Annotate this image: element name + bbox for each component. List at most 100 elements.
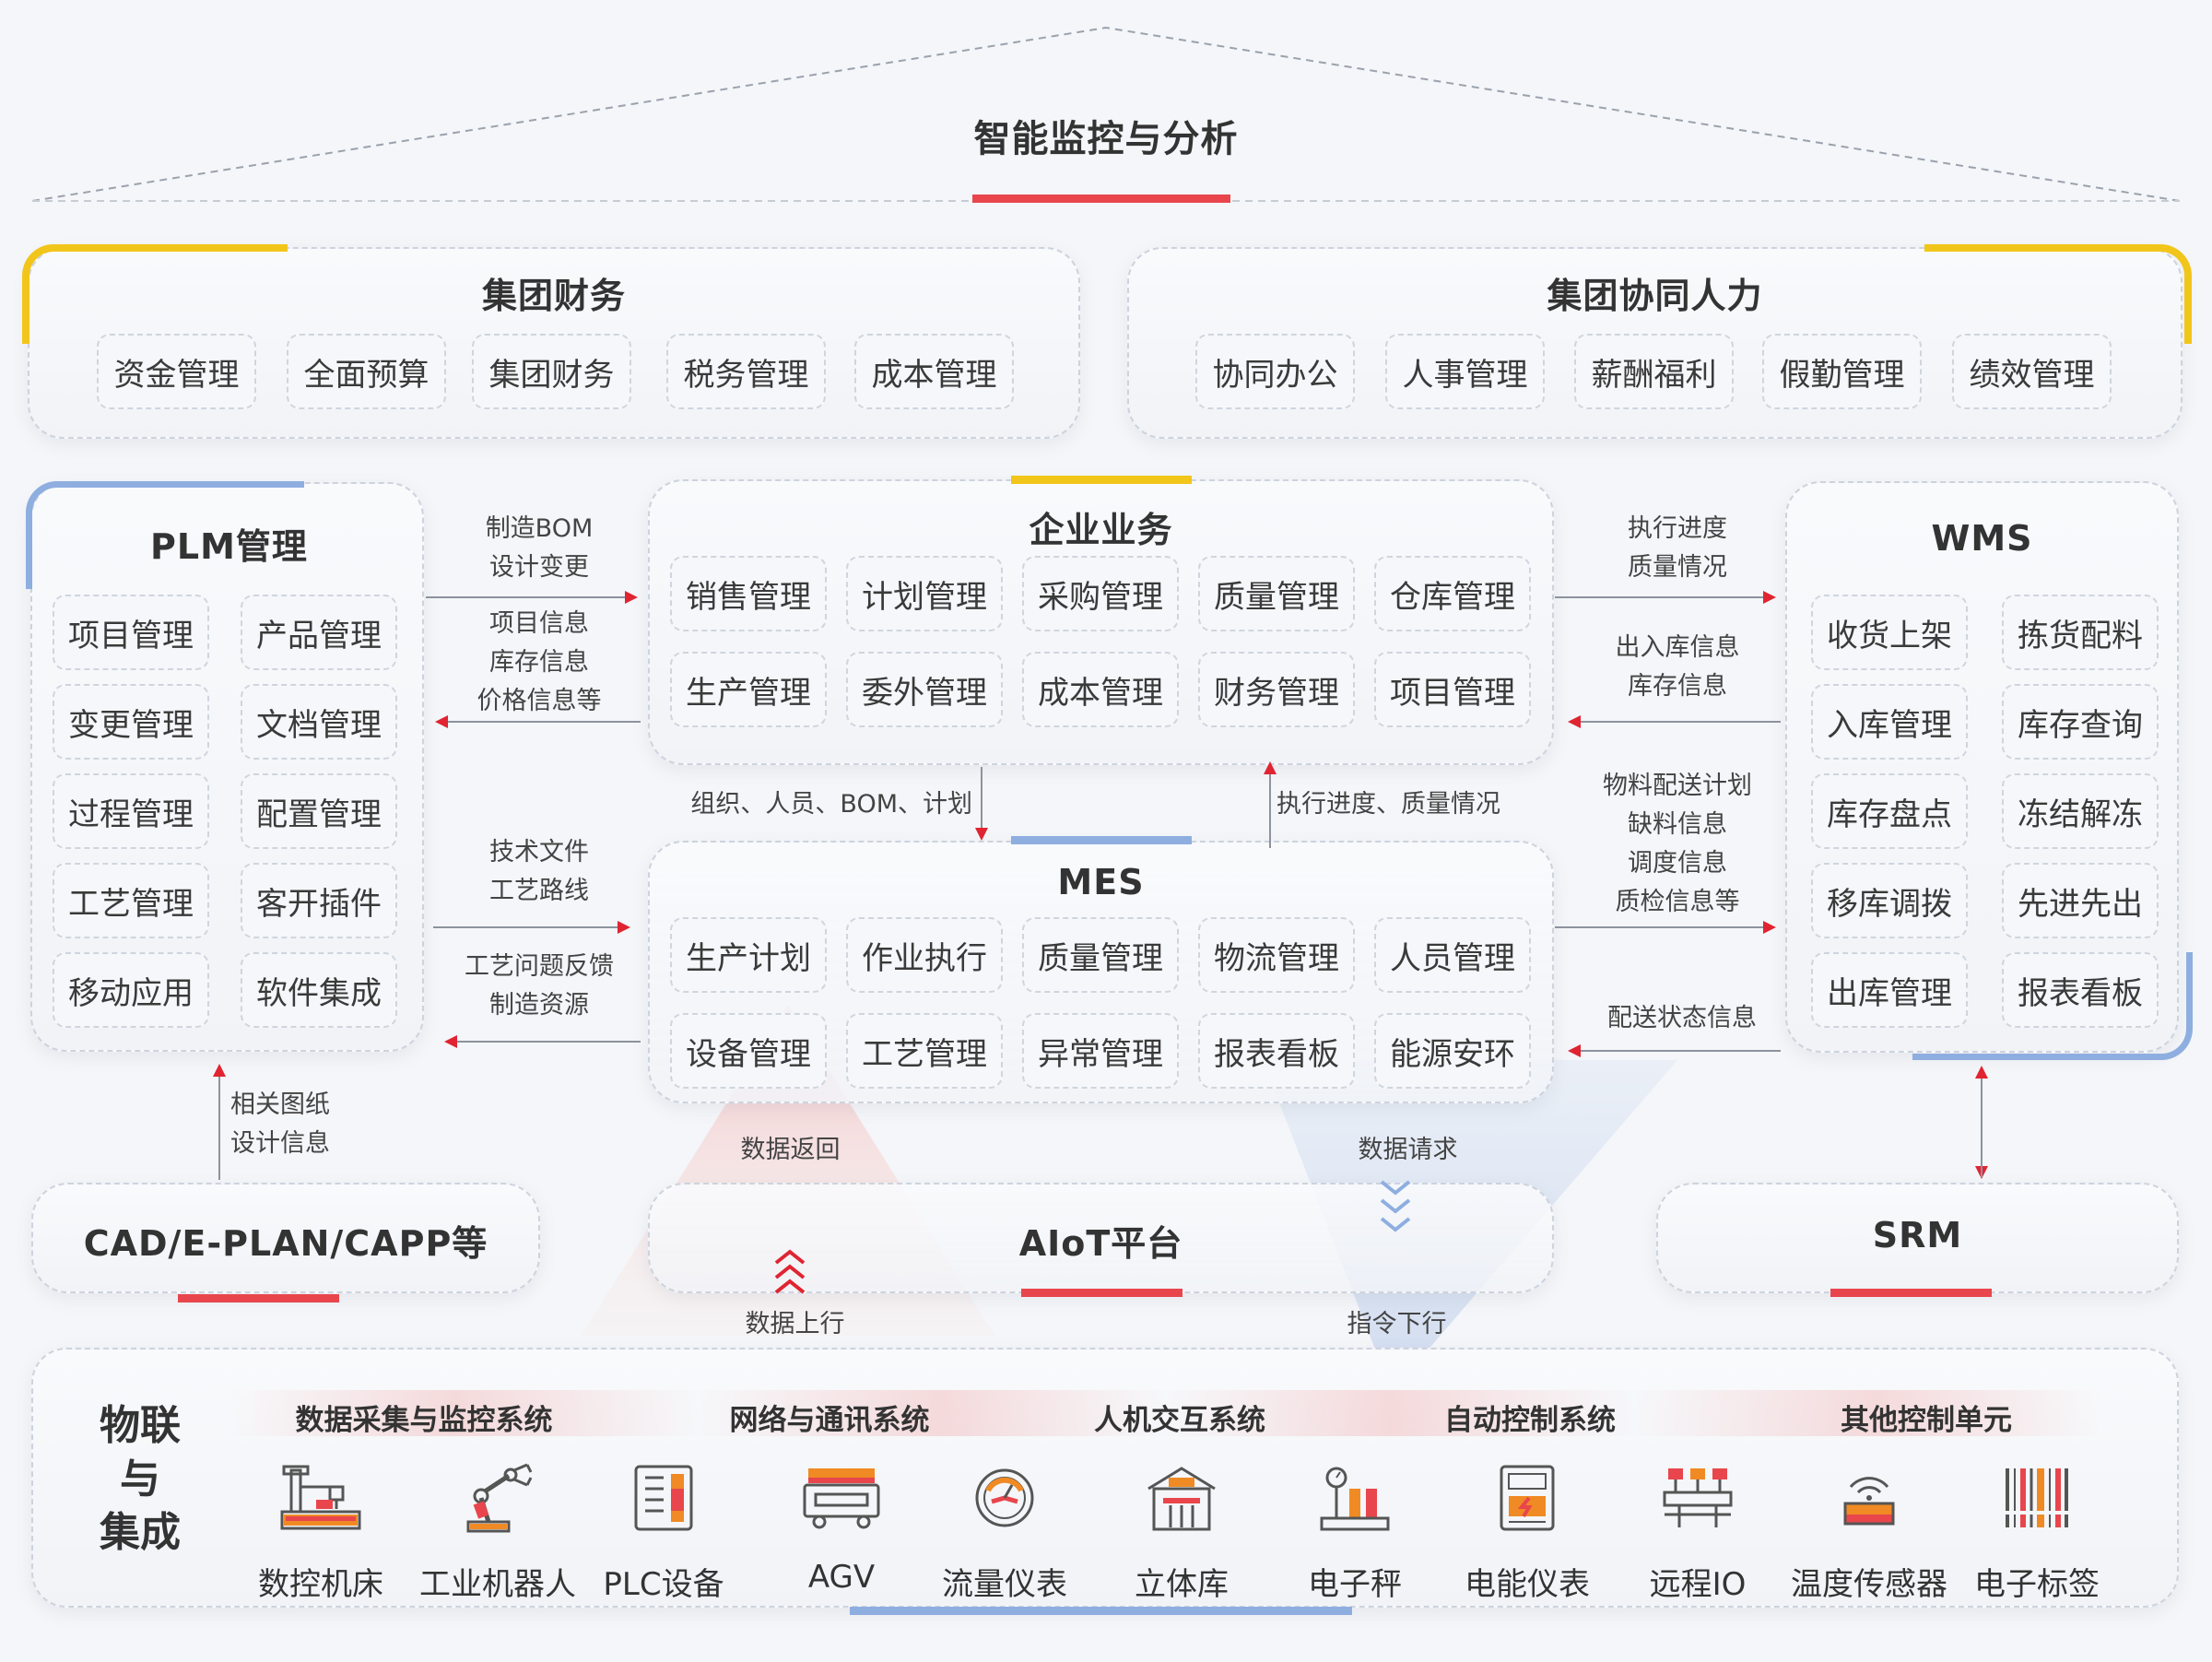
- hr-item[interactable]: 绩效管理: [1952, 334, 2112, 409]
- hr-item[interactable]: 薪酬福利: [1574, 334, 1734, 409]
- device-name: 流量仪表: [942, 1566, 1067, 1603]
- iot-category: 人机交互系统: [1094, 1404, 1265, 1437]
- plm-item[interactable]: 工艺管理: [53, 863, 209, 938]
- flow-label: 质量情况: [1628, 553, 1727, 582]
- warehouse-icon: [1147, 1467, 1216, 1531]
- cad-panel[interactable]: [31, 1183, 540, 1293]
- wms-item[interactable]: 冻结解冻: [2002, 773, 2159, 849]
- enterprise-item[interactable]: 委外管理: [846, 652, 1003, 727]
- enterprise-item[interactable]: 仓库管理: [1374, 556, 1531, 631]
- hr-accent: [1924, 244, 2192, 344]
- enterprise-item[interactable]: 计划管理: [846, 556, 1003, 631]
- enterprise-item[interactable]: 采购管理: [1022, 556, 1179, 631]
- finance-item[interactable]: 成本管理: [854, 334, 1014, 409]
- flow-label: 库存信息: [489, 648, 589, 677]
- flow-label: 数据返回: [740, 1136, 841, 1164]
- device-flow-meter[interactable]: 流量仪表: [922, 1461, 1088, 1604]
- flow-label: 执行进度: [1628, 514, 1727, 543]
- plm-item[interactable]: 文档管理: [241, 684, 397, 760]
- iot-title: 物联 与 集成: [85, 1399, 195, 1560]
- flow-label: 技术文件: [489, 838, 589, 866]
- device-warehouse[interactable]: 立体库: [1099, 1461, 1265, 1604]
- plm-title: PLM管理: [150, 526, 308, 567]
- cad-accent-bar: [178, 1294, 339, 1302]
- flow-label-group: 制造BOM 设计变更: [433, 510, 645, 587]
- wms-item[interactable]: 库存查询: [2002, 684, 2159, 760]
- plm-item[interactable]: 项目管理: [53, 595, 209, 670]
- mes-item[interactable]: 设备管理: [670, 1013, 827, 1089]
- device-name: 工业机器人: [419, 1566, 576, 1603]
- device-power-meter[interactable]: 电能仪表: [1444, 1461, 1610, 1604]
- device-barcode-tag[interactable]: 电子标签: [1954, 1461, 2120, 1604]
- down-chevrons: [1380, 1180, 1411, 1232]
- mes-item[interactable]: 报表看板: [1198, 1013, 1355, 1089]
- finance-item[interactable]: 全面预算: [287, 334, 446, 409]
- enterprise-item[interactable]: 成本管理: [1022, 652, 1179, 727]
- enterprise-item[interactable]: 项目管理: [1374, 652, 1531, 727]
- plm-item[interactable]: 变更管理: [53, 684, 209, 760]
- device-remote-io[interactable]: 远程IO: [1615, 1461, 1781, 1604]
- mes-item[interactable]: 人员管理: [1374, 917, 1531, 993]
- mes-item[interactable]: 物流管理: [1198, 917, 1355, 993]
- wms-item[interactable]: 入库管理: [1811, 684, 1968, 760]
- enterprise-item[interactable]: 销售管理: [670, 556, 827, 631]
- flow-label-group: 相关图纸 设计信息: [230, 1086, 396, 1163]
- mes-item[interactable]: 质量管理: [1022, 917, 1179, 993]
- device-agv[interactable]: AGV: [759, 1461, 924, 1596]
- wms-item[interactable]: 库存盘点: [1811, 773, 1968, 849]
- device-robot[interactable]: 工业机器人: [415, 1461, 581, 1604]
- enterprise-item[interactable]: 财务管理: [1198, 652, 1355, 727]
- device-temperature-sensor[interactable]: 温度传感器: [1786, 1461, 1952, 1604]
- finance-item[interactable]: 税务管理: [666, 334, 826, 409]
- wms-item[interactable]: 收货上架: [1811, 595, 1968, 670]
- plm-item[interactable]: 过程管理: [53, 773, 209, 849]
- plm-item[interactable]: 移动应用: [53, 952, 209, 1028]
- plc-icon: [634, 1465, 693, 1531]
- device-scale[interactable]: 电子秤: [1272, 1461, 1438, 1604]
- mes-item[interactable]: 异常管理: [1022, 1013, 1179, 1089]
- device-plc[interactable]: PLC设备: [581, 1461, 747, 1604]
- iot-category: 数据采集与监控系统: [295, 1404, 553, 1437]
- finance-accent: [22, 244, 288, 344]
- cad-title: CAD/E-PLAN/CAPP等: [83, 1223, 488, 1264]
- flow-label: 缺料信息: [1628, 810, 1727, 839]
- iot-title-line: 与: [120, 1456, 160, 1503]
- enterprise-item[interactable]: 生产管理: [670, 652, 827, 727]
- plm-item[interactable]: 配置管理: [241, 773, 397, 849]
- plm-item[interactable]: 客开插件: [241, 863, 397, 938]
- iot-category: 自动控制系统: [1444, 1404, 1616, 1437]
- hr-item[interactable]: 人事管理: [1385, 334, 1545, 409]
- flow-label: 设计变更: [489, 553, 589, 582]
- flow-label: 价格信息等: [477, 687, 602, 715]
- hr-item[interactable]: 假勤管理: [1762, 334, 1922, 409]
- iot-category: 网络与通讯系统: [729, 1404, 930, 1437]
- mes-item[interactable]: 生产计划: [670, 917, 827, 993]
- srm-accent-bar: [1830, 1289, 1992, 1297]
- flow-label-group: 执行进度 质量情况: [1571, 510, 1783, 587]
- enterprise-item[interactable]: 质量管理: [1198, 556, 1355, 631]
- wms-item[interactable]: 移库调拨: [1811, 863, 1968, 938]
- mes-accent-bar: [1011, 836, 1192, 844]
- wms-item[interactable]: 报表看板: [2002, 952, 2159, 1028]
- flow-label-group: 工艺问题反馈 制造资源: [433, 948, 645, 1025]
- wms-item[interactable]: 出库管理: [1811, 952, 1968, 1028]
- up-chevrons: [774, 1249, 806, 1294]
- enterprise-accent-bar: [1011, 476, 1192, 484]
- iot-title-line: 集成: [100, 1509, 181, 1556]
- finance-item[interactable]: 集团财务: [472, 334, 631, 409]
- device-name: PLC设备: [603, 1566, 724, 1603]
- wms-item[interactable]: 拣货配料: [2002, 595, 2159, 670]
- finance-item[interactable]: 资金管理: [97, 334, 256, 409]
- flow-label-group: 项目信息 库存信息 价格信息等: [433, 605, 645, 721]
- hr-item[interactable]: 协同办公: [1195, 334, 1355, 409]
- iot-accent-bar: [850, 1607, 1352, 1615]
- plm-item[interactable]: 软件集成: [241, 952, 397, 1028]
- mes-item[interactable]: 能源安环: [1374, 1013, 1531, 1089]
- wms-item[interactable]: 先进先出: [2002, 863, 2159, 938]
- srm-panel[interactable]: [1656, 1183, 2179, 1293]
- plm-item[interactable]: 产品管理: [241, 595, 397, 670]
- aiot-title: AIoT平台: [1018, 1223, 1183, 1264]
- mes-item[interactable]: 工艺管理: [846, 1013, 1003, 1089]
- device-cnc[interactable]: 数控机床: [238, 1461, 404, 1604]
- mes-item[interactable]: 作业执行: [846, 917, 1003, 993]
